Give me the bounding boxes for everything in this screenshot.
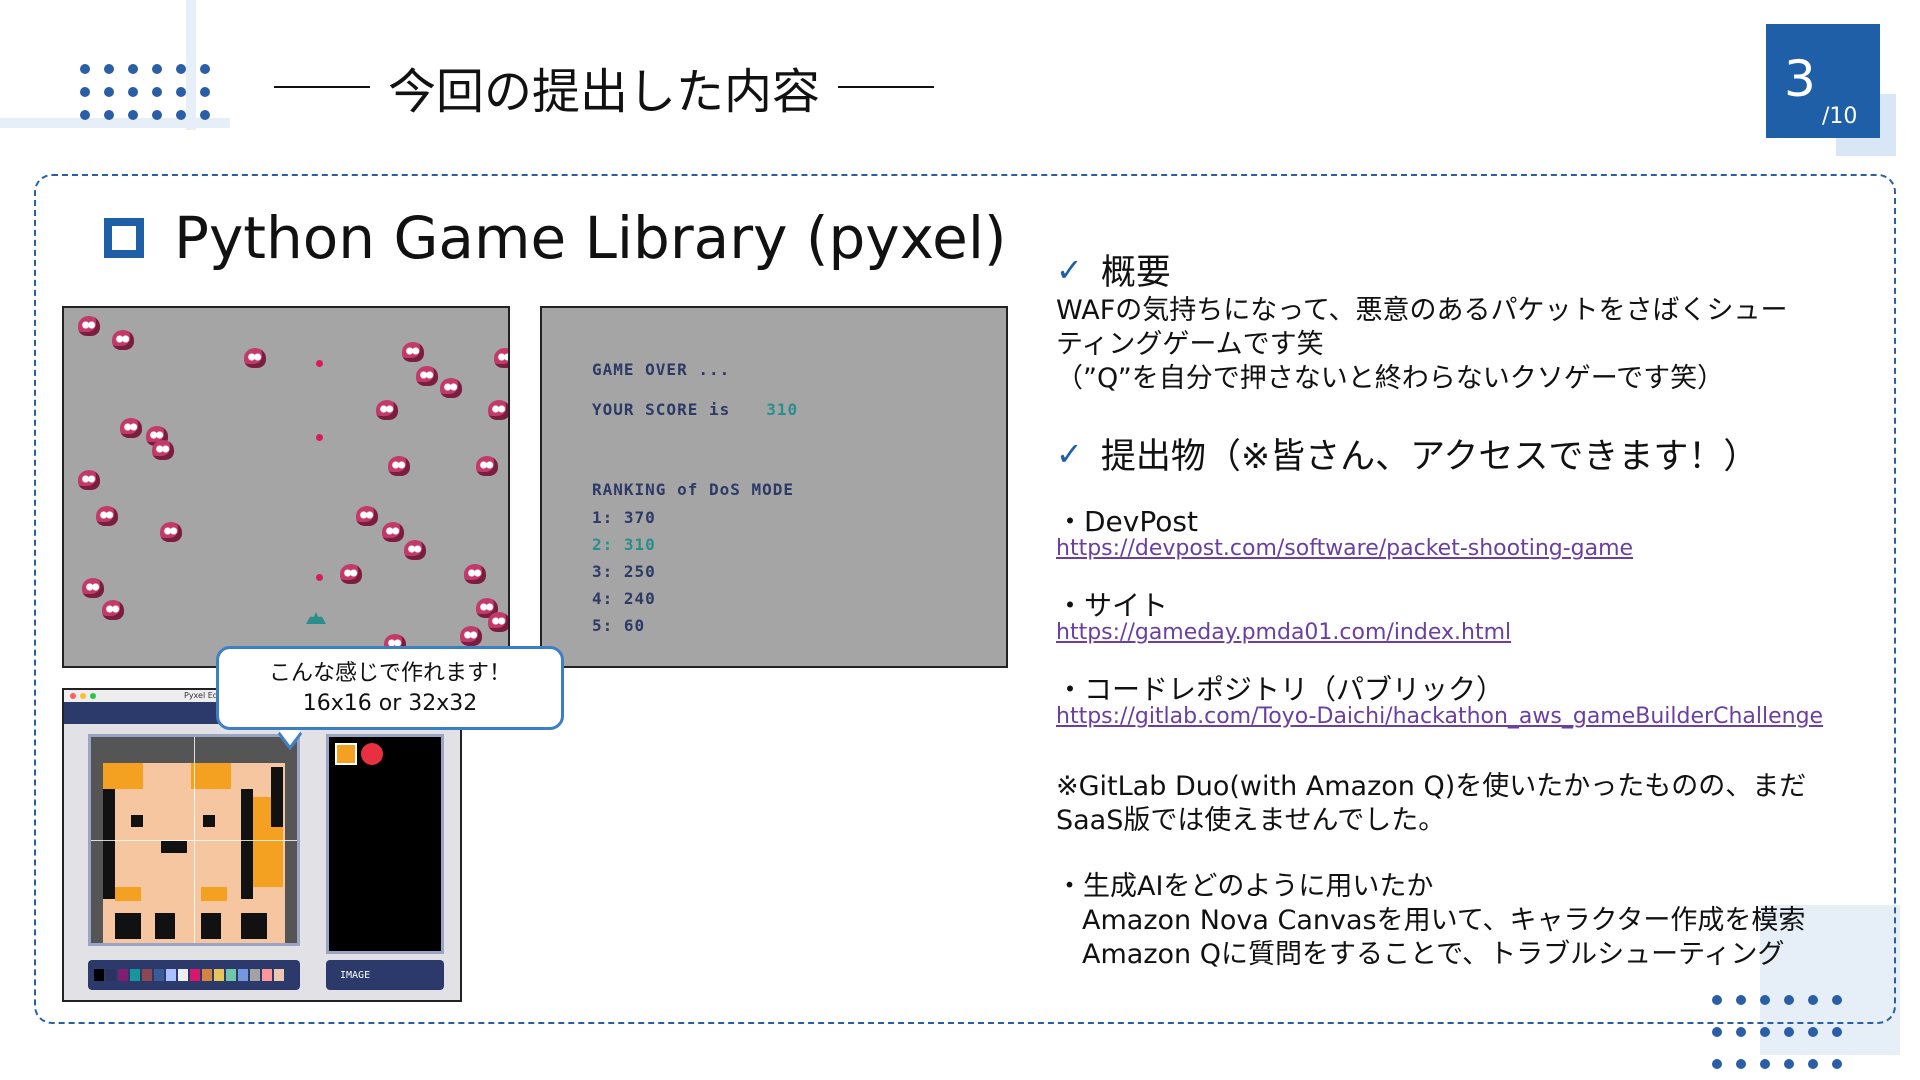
title-rule-right [838,86,935,88]
repo-label: ・コードレポジトリ（パブリック） [1056,673,1505,706]
content-frame [34,174,1896,1024]
site-label: ・サイト [1056,589,1169,622]
ranking-title: RANKING of DoS MODE [592,480,795,499]
square-bullet-icon [104,218,144,258]
ranking-row: 2: 310 [592,535,656,554]
ai-usage-heading: ・生成AIをどのように用いたか [1056,871,1434,902]
bubble-line-2: 16x16 or 32x32 [302,691,478,716]
tile-pane [326,734,444,954]
enemy-sprite [244,348,266,368]
bullet [316,574,323,581]
color-palette [88,960,300,990]
enemy-sprite [494,348,508,368]
page-number-badge: 3 /10 [1766,24,1880,138]
overview-line-1: WAFの気持ちになって、悪意のあるパケットをさばくシュー [1056,295,1788,326]
enemy-sprite [78,470,100,490]
enemy-sprite [120,418,142,438]
overview-line-3: （”Q”を自分で押さないと終わらないクソゲーです笑） [1056,363,1725,394]
ai-usage-line-1: Amazon Nova Canvasを用いて、キャラクター作成を模索 [1082,905,1806,936]
section-title-text: Python Game Library (pyxel) [174,204,1007,272]
enemy-sprite [476,456,498,476]
enemy-sprite [388,456,410,476]
note-line-2: SaaS版では使えませんでした。 [1056,805,1446,836]
devpost-label: ・DevPost [1056,505,1198,538]
enemy-sprite [488,400,508,420]
bullet [316,434,323,441]
enemy-sprite [112,330,134,350]
image-bank-bar: IMAGE [326,960,444,990]
ranking-row: 1: 370 [592,508,656,527]
pixel-cat-canvas [88,734,300,946]
cat-tile-thumbnail [335,743,357,765]
enemy-sprite [382,522,404,542]
slide-title-text: 今回の提出した内容 [388,64,821,120]
enemy-sprite [460,626,482,646]
decor-dot-grid-bottom-right [1712,995,1842,1069]
repo-link[interactable]: https://gitlab.com/Toyo-Daichi/hackathon… [1056,704,1824,729]
title-rule-left [274,86,370,88]
enemy-sprite [78,316,100,336]
enemy-sprite [404,540,426,560]
page-number: 3 [1784,50,1816,108]
site-link[interactable]: https://gameday.pmda01.com/index.html [1056,620,1512,645]
decor-square-bottom-right [1760,905,1900,1055]
player-ship [306,612,326,624]
ranking-row: 5: 60 [592,616,646,635]
speech-bubble: こんな感じで作れます！ 16x16 or 32x32 [216,646,564,730]
ranking-row: 4: 240 [592,589,656,608]
submission-heading: ✓ 提出物（※皆さん、アクセスできます！） [1056,428,1758,479]
enemy-sprite [152,440,174,460]
enemy-sprite [96,506,118,526]
slide-title: 今回の提出した内容 [274,52,935,122]
submission-heading-text: 提出物（※皆さん、アクセスできます！） [1100,437,1759,477]
bubble-line-1: こんな感じで作れます！ [268,661,511,686]
enemy-sprite [440,378,462,398]
game-play-screenshot [62,306,510,668]
overview-heading-text: 概要 [1100,253,1171,293]
decor-bar-horizontal [0,118,230,128]
game-over-text: GAME OVER ... [592,360,731,379]
overview-line-2: ティングゲームです笑 [1056,329,1324,360]
game-over-screenshot: GAME OVER ... YOUR SCORE is 310 RANKING o… [540,306,1008,668]
score-label: YOUR SCORE is [592,400,731,419]
enemy-sprite [416,366,438,386]
apple-tile-thumbnail [361,743,383,765]
pixel-editor-screenshot: Pyxel Editor - /Users/chc.meo IMAGE [62,688,462,1002]
decor-dot-grid-top-left [80,64,210,120]
decor-bar-vertical [186,0,196,130]
enemy-sprite [488,612,508,632]
enemy-sprite [402,342,424,362]
enemy-sprite [102,600,124,620]
enemy-sprite [82,578,104,598]
ai-usage-line-2: Amazon Qに質問をすることで、トラブルシューティング [1082,939,1785,970]
image-label: IMAGE [340,969,371,981]
enemy-sprite [464,564,486,584]
devpost-link[interactable]: https://devpost.com/software/packet-shoo… [1056,536,1634,561]
enemy-sprite [340,564,362,584]
enemy-sprite [376,400,398,420]
score-value: 310 [766,400,799,419]
overview-heading: ✓ 概要 [1056,244,1171,295]
checkmark-icon: ✓ [1056,250,1083,289]
page-total: /10 [1822,104,1858,129]
enemy-sprite [356,506,378,526]
checkmark-icon: ✓ [1056,434,1083,473]
enemy-sprite [160,522,182,542]
section-title: Python Game Library (pyxel) [104,204,1007,272]
score-line: YOUR SCORE is 310 [592,400,798,419]
bullet [316,360,323,367]
ranking-row: 3: 250 [592,562,656,581]
note-line-1: ※GitLab Duo(with Amazon Q)を使いたかったものの、まだ [1056,771,1807,802]
